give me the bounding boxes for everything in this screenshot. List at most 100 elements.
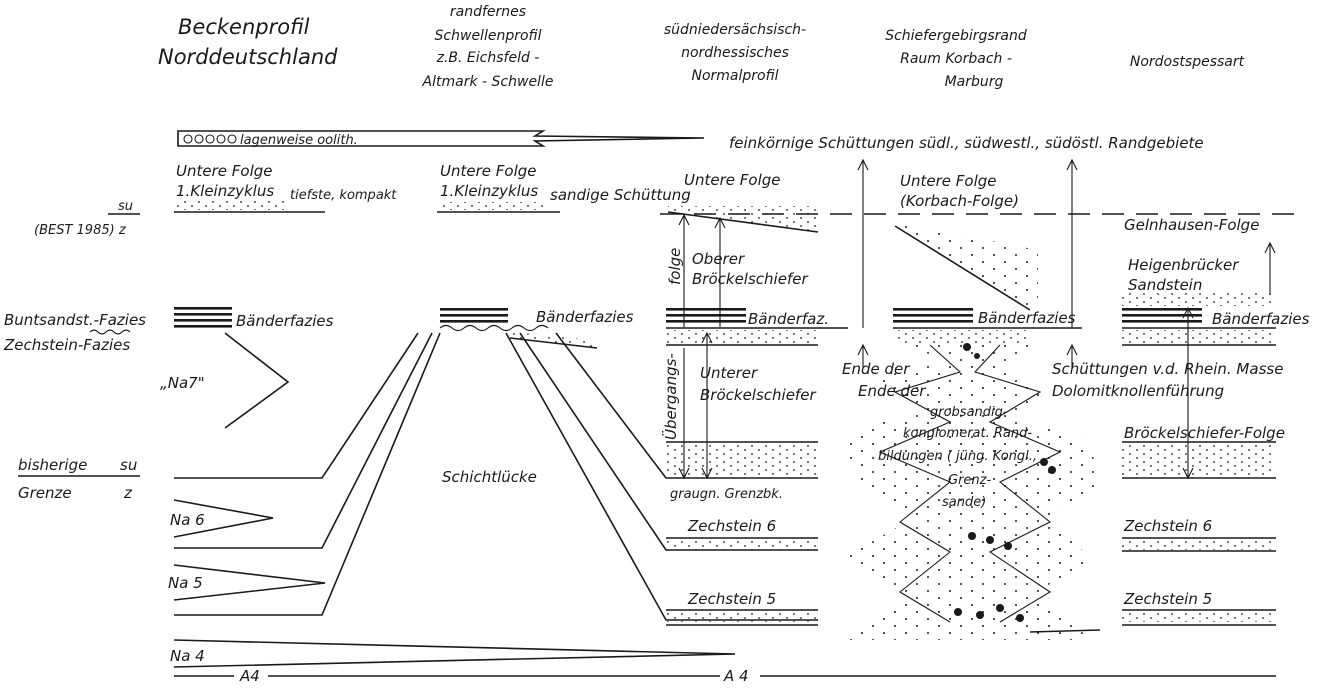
column-heading-schwellenprofil: randfernes Schwellenprofil z.B. Eichsfel… xyxy=(422,4,554,90)
sand-layer xyxy=(1122,612,1276,622)
sand-layer xyxy=(666,612,818,622)
interfingering-line xyxy=(878,344,962,623)
a4-label: A4 xyxy=(239,667,260,685)
band-stripe xyxy=(893,320,973,323)
heading-text: Schwellenprofil xyxy=(435,28,542,44)
arrowhead xyxy=(678,213,690,226)
ende-der-label: Ende der xyxy=(842,360,910,378)
pebble xyxy=(954,608,962,616)
column-heading-nordostspessart: Nordostspessart xyxy=(1130,54,1245,70)
baenderfazies-label: Bänderfaz. xyxy=(748,310,829,328)
pebble xyxy=(963,343,971,351)
broeckelschiefer-label: Bröckelschiefer xyxy=(700,386,816,404)
sloping-boundary xyxy=(174,332,433,549)
sloping-boundary xyxy=(174,332,419,479)
oolith-symbol xyxy=(194,134,204,144)
band-stripe xyxy=(174,313,232,316)
sloping-boundary xyxy=(555,332,818,479)
na7-label: „Na7" xyxy=(160,374,205,392)
band-stripe xyxy=(666,308,746,311)
oolith-wedge: lagenweise oolith. xyxy=(177,130,705,148)
sandige-schuettung-label: sandige Schüttung xyxy=(550,186,691,204)
su-label: su xyxy=(120,456,137,474)
na6-salt-wedge xyxy=(173,499,274,538)
sand-layer xyxy=(666,330,818,344)
heading-text: Nordostspessart xyxy=(1130,54,1245,70)
band-stripe xyxy=(440,320,508,323)
pebble xyxy=(968,532,976,540)
heading-text: randfernes xyxy=(450,4,526,20)
heading-text: nordhessisches xyxy=(681,45,789,61)
boundary-line xyxy=(894,225,1031,311)
heading-text: Raum Korbach - xyxy=(900,51,1012,67)
buntsandstein-fazies-label: Buntsandst.-Fazies xyxy=(4,311,146,329)
sand-wedge xyxy=(895,222,1038,312)
arrowhead xyxy=(1264,241,1276,254)
heading-text: Marburg xyxy=(945,74,1004,90)
baenderfazies-band-1: Bänderfazies xyxy=(174,307,334,330)
sand-layer xyxy=(666,444,818,476)
sand-layer xyxy=(1122,292,1276,306)
oolith-symbol xyxy=(205,134,215,144)
zechstein-6-label: Zechstein 6 xyxy=(1123,517,1212,535)
unconformity-wavy-line xyxy=(439,324,549,332)
untere-folge-label: Untere Folge xyxy=(440,162,536,180)
pebble xyxy=(974,353,980,359)
z-label: z xyxy=(123,484,133,502)
kleinzyklus-label: 1.Kleinzyklus xyxy=(440,182,538,200)
pebble xyxy=(1048,466,1056,474)
untere-folge-label: Untere Folge xyxy=(900,172,996,190)
band-stripe xyxy=(1122,320,1202,323)
broeckelschiefer-label: Bröckelschiefer xyxy=(692,270,808,288)
konglomerat-label: konglomerat. Rand- xyxy=(903,426,1032,441)
conglomerate-fill xyxy=(835,345,1100,640)
oolith-wedge-outline xyxy=(177,130,705,147)
band-stripe xyxy=(666,314,746,317)
sand-layer xyxy=(893,330,1031,344)
arrowhead xyxy=(857,158,869,171)
a4-label: A 4 xyxy=(723,667,749,685)
oolith-symbol xyxy=(227,134,237,144)
baenderfazies-label: Bänderfazies xyxy=(978,309,1076,327)
na6-label: Na 6 xyxy=(170,511,205,529)
pebble xyxy=(976,611,984,619)
band-stripe xyxy=(440,308,508,311)
zechstein-5-label: Zechstein 5 xyxy=(1123,590,1212,608)
band-stripe xyxy=(1122,314,1202,317)
sloping-boundary xyxy=(174,332,441,616)
heading-text: südniedersächsisch- xyxy=(664,22,806,38)
pebble xyxy=(1040,458,1048,466)
baenderfazies-band-4: Bänderfazies xyxy=(893,308,1082,344)
zechstein-fazies-label: Zechstein-Fazies xyxy=(3,336,130,354)
zechstein-5-label: Zechstein 5 xyxy=(687,590,776,608)
sand-wedge xyxy=(510,332,595,348)
feinkoernige-schuettungen-label: feinkörnige Schüttungen südl., südwestl.… xyxy=(729,134,1204,152)
grobsandig-label: grobsandig- xyxy=(930,405,1008,420)
dolomitknollen-label: Dolomitknollenführung xyxy=(1052,382,1224,400)
pebble xyxy=(1016,614,1024,622)
grenze-label: Grenze xyxy=(18,484,72,502)
su-label: su xyxy=(118,199,133,214)
baenderfazies-band-5: Bänderfazies xyxy=(1122,292,1310,346)
sand-layer xyxy=(1122,444,1276,476)
sand-layer xyxy=(176,201,288,210)
sand-layer xyxy=(1122,540,1276,550)
sand-layer xyxy=(440,202,548,210)
folge-vertical-label: folge xyxy=(666,248,684,285)
column-heading-beckenprofil: Beckenprofil Norddeutschland xyxy=(158,15,338,69)
broeckelschiefer-folge-label: Bröckelschiefer-Folge xyxy=(1124,424,1285,442)
korbach-folge-label: (Korbach-Folge) xyxy=(900,192,1019,210)
sande-label: sande) xyxy=(942,495,986,510)
baenderfazies-band-3: Bänderfaz. xyxy=(666,308,848,346)
zechstein-6-label: Zechstein 6 xyxy=(687,517,776,535)
column-heading-normalprofil: südniedersächsisch- nordhessisches Norma… xyxy=(664,22,806,84)
facies-wavy-divider xyxy=(89,329,131,335)
na4-label: Na 4 xyxy=(170,647,205,665)
uebergangs-vertical-label: Übergangs- xyxy=(661,353,680,440)
grenzbank-label: graugn. Grenzbk. xyxy=(670,487,783,502)
band-stripe xyxy=(174,307,232,310)
baenderfazies-band-2: Bänderfazies xyxy=(439,308,634,349)
band-stripe xyxy=(174,325,232,328)
